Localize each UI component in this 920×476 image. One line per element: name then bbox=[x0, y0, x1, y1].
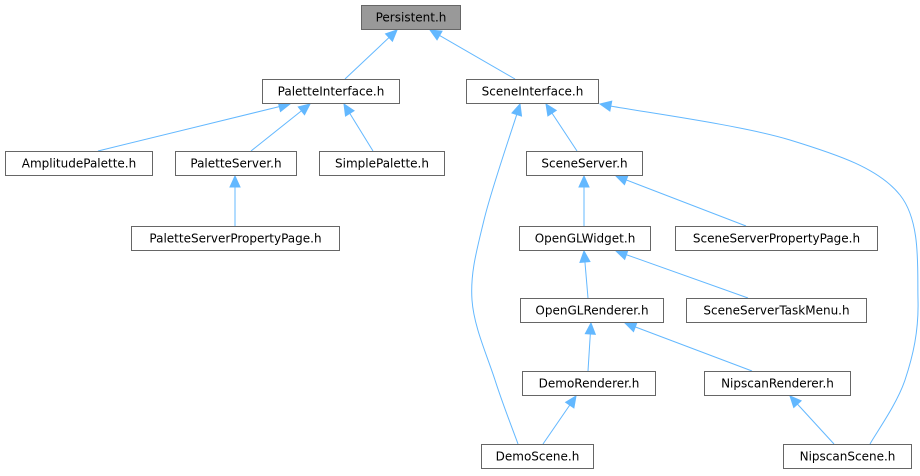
edge-arrowhead bbox=[789, 395, 803, 409]
edge-opengl-widget-to-scene-server bbox=[578, 174, 590, 226]
node-label: SceneInterface.h bbox=[482, 85, 584, 99]
node-box bbox=[131, 226, 340, 251]
node-box bbox=[175, 151, 297, 176]
edge-arrowhead bbox=[614, 249, 629, 261]
edges-layer bbox=[97, 29, 919, 445]
edge-arrowhead bbox=[545, 102, 558, 117]
edge-arrowhead bbox=[564, 395, 577, 409]
edge-line bbox=[250, 109, 303, 152]
node-scene-server[interactable]: SceneServer.h bbox=[526, 151, 643, 176]
node-label: PaletteInterface.h bbox=[278, 85, 385, 99]
node-label: OpenGLRenderer.h bbox=[535, 304, 648, 318]
edge-line bbox=[634, 326, 753, 372]
node-nipscan-scene[interactable]: NipscanScene.h bbox=[783, 444, 912, 469]
node-label: DemoRenderer.h bbox=[539, 377, 640, 391]
node-palette-server[interactable]: PaletteServer.h bbox=[175, 151, 297, 176]
edge-line bbox=[344, 36, 391, 80]
node-box bbox=[783, 444, 912, 469]
node-box bbox=[361, 5, 461, 30]
node-box bbox=[526, 151, 643, 176]
node-opengl-widget[interactable]: OpenGLWidget.h bbox=[519, 226, 651, 251]
edge-arrowhead bbox=[584, 321, 597, 335]
node-box bbox=[466, 79, 599, 104]
edge-line bbox=[438, 34, 516, 80]
edge-arrowhead bbox=[623, 321, 638, 333]
edge-line bbox=[542, 403, 571, 445]
node-label: NipscanScene.h bbox=[800, 450, 896, 464]
node-demo-renderer[interactable]: DemoRenderer.h bbox=[522, 371, 656, 396]
node-box bbox=[520, 298, 664, 323]
edge-opengl-renderer-to-opengl-widget bbox=[579, 249, 591, 299]
edge-line bbox=[796, 403, 835, 445]
node-box bbox=[686, 298, 867, 323]
node-label: AmplitudePalette.h bbox=[22, 157, 136, 171]
node-label: SimplePalette.h bbox=[335, 157, 429, 171]
node-box bbox=[262, 79, 400, 104]
node-label: PaletteServer.h bbox=[190, 157, 281, 171]
edge-arrowhead bbox=[579, 249, 591, 263]
edge-line bbox=[625, 179, 747, 227]
edge-demo-scene-to-scene-interface bbox=[471, 102, 523, 445]
edge-arrowhead bbox=[598, 100, 613, 112]
node-scene-server-task-menu[interactable]: SceneServerTaskMenu.h bbox=[686, 298, 867, 323]
node-amplitude-palette[interactable]: AmplitudePalette.h bbox=[5, 151, 153, 176]
edge-arrowhead bbox=[614, 174, 629, 186]
node-palette-interface[interactable]: PaletteInterface.h bbox=[262, 79, 400, 104]
edge-line bbox=[97, 105, 281, 152]
node-nipscan-renderer[interactable]: NipscanRenderer.h bbox=[704, 371, 851, 396]
edge-line bbox=[551, 112, 578, 152]
edge-scene-server-task-menu-to-opengl-widget bbox=[614, 249, 749, 299]
edge-scene-interface-to-persistent bbox=[428, 29, 516, 80]
node-label: SceneServerTaskMenu.h bbox=[703, 304, 849, 318]
edge-palette-server-to-palette-interface bbox=[250, 103, 311, 152]
edge-palette-interface-to-persistent bbox=[344, 29, 398, 80]
node-label: Persistent.h bbox=[376, 11, 447, 25]
node-box bbox=[481, 444, 594, 469]
edge-arrowhead bbox=[229, 174, 241, 188]
edge-line bbox=[587, 332, 591, 372]
node-scene-server-property-page[interactable]: SceneServerPropertyPage.h bbox=[675, 226, 878, 251]
node-palette-server-property-page[interactable]: PaletteServerPropertyPage.h bbox=[131, 226, 340, 251]
node-box bbox=[522, 371, 656, 396]
edge-demo-renderer-to-opengl-renderer bbox=[584, 321, 597, 372]
edge-arrowhead bbox=[511, 102, 523, 117]
node-scene-interface[interactable]: SceneInterface.h bbox=[466, 79, 599, 104]
node-label: DemoScene.h bbox=[496, 450, 580, 464]
edge-scene-server-property-page-to-scene-server bbox=[614, 174, 747, 227]
edge-scene-server-to-scene-interface bbox=[545, 102, 578, 152]
edge-line bbox=[584, 260, 589, 299]
edge-nipscan-renderer-to-opengl-renderer bbox=[623, 321, 753, 372]
node-persistent: Persistent.h bbox=[361, 5, 461, 30]
edge-line bbox=[471, 113, 519, 445]
node-demo-scene[interactable]: DemoScene.h bbox=[481, 444, 594, 469]
node-label: SceneServerPropertyPage.h bbox=[693, 232, 860, 246]
edge-line bbox=[348, 112, 374, 152]
node-opengl-renderer[interactable]: OpenGLRenderer.h bbox=[520, 298, 664, 323]
edge-arrowhead bbox=[343, 102, 355, 117]
node-label: SceneServer.h bbox=[541, 157, 627, 171]
node-simple-palette[interactable]: SimplePalette.h bbox=[319, 151, 445, 176]
node-box bbox=[5, 151, 153, 176]
edge-nipscan-scene-to-nipscan-renderer bbox=[789, 395, 835, 445]
node-box bbox=[319, 151, 445, 176]
edge-palette-server-property-page-to-palette-server bbox=[229, 174, 241, 226]
edge-line bbox=[625, 253, 749, 299]
node-box bbox=[704, 371, 851, 396]
edge-amplitude-palette-to-palette-interface bbox=[97, 101, 292, 152]
edge-arrowhead bbox=[428, 29, 443, 41]
edge-arrowhead bbox=[384, 29, 398, 43]
edge-arrowhead bbox=[297, 103, 311, 116]
node-box bbox=[519, 226, 651, 251]
node-label: OpenGLWidget.h bbox=[535, 232, 636, 246]
node-label: PaletteServerPropertyPage.h bbox=[149, 232, 321, 246]
edge-simple-palette-to-palette-interface bbox=[343, 102, 374, 152]
edge-arrowhead bbox=[578, 174, 590, 188]
edge-line bbox=[609, 105, 919, 445]
edge-demo-scene-to-demo-renderer bbox=[542, 395, 577, 445]
node-label: NipscanRenderer.h bbox=[721, 377, 834, 391]
edge-nipscan-scene-to-scene-interface bbox=[598, 100, 919, 445]
node-box bbox=[675, 226, 878, 251]
